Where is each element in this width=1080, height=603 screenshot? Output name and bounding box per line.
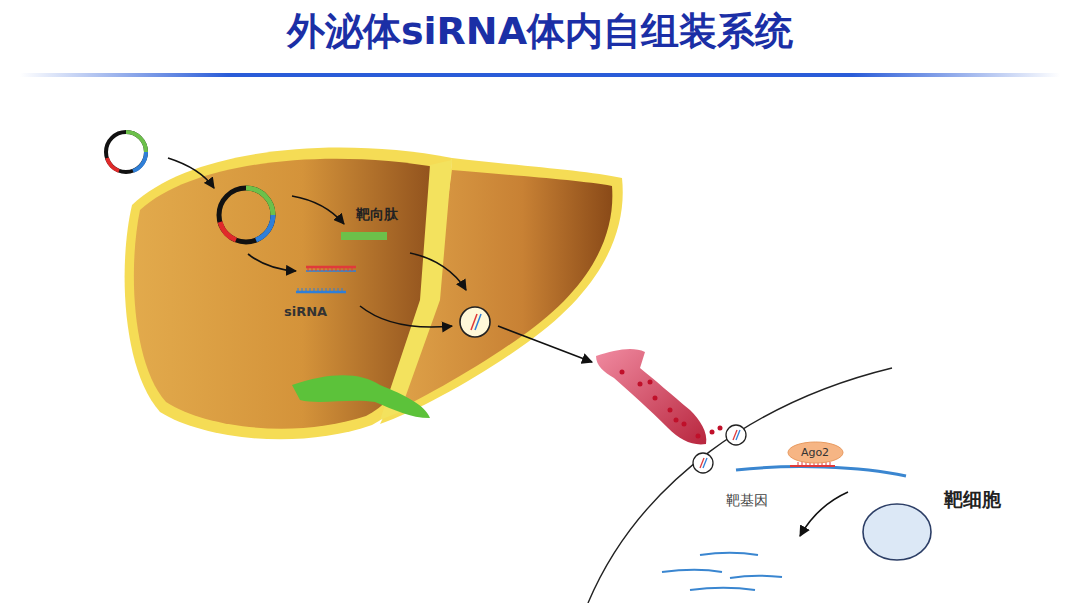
exosome xyxy=(693,425,746,473)
protein-oval: Ago2 xyxy=(787,441,844,464)
mrna-fragments xyxy=(662,553,782,590)
sirna-strands xyxy=(296,267,356,292)
peptide-label: 靶向肽 xyxy=(356,206,398,224)
blood-vessel xyxy=(596,349,723,444)
title: 外泌体siRNA体内自组装系统 xyxy=(287,6,793,57)
gene-label: 靶基因 xyxy=(726,492,768,510)
sirna-label: siRNA xyxy=(284,304,327,319)
cell-label: 靶细胞 xyxy=(944,487,1001,513)
exosome xyxy=(460,307,490,337)
gallbladder xyxy=(292,375,430,418)
protein-name: Ago2 xyxy=(801,446,829,459)
target-mrna xyxy=(736,467,906,476)
plasmid xyxy=(219,188,273,242)
guide-strand xyxy=(790,465,835,467)
plasmid xyxy=(106,132,146,172)
liver xyxy=(125,148,623,440)
nucleus xyxy=(863,504,931,560)
oval-shape xyxy=(788,442,843,463)
cell-membrane xyxy=(588,368,892,603)
targeting-peptide xyxy=(341,232,387,240)
process-arrow xyxy=(168,158,848,536)
title-rule xyxy=(20,73,1060,77)
